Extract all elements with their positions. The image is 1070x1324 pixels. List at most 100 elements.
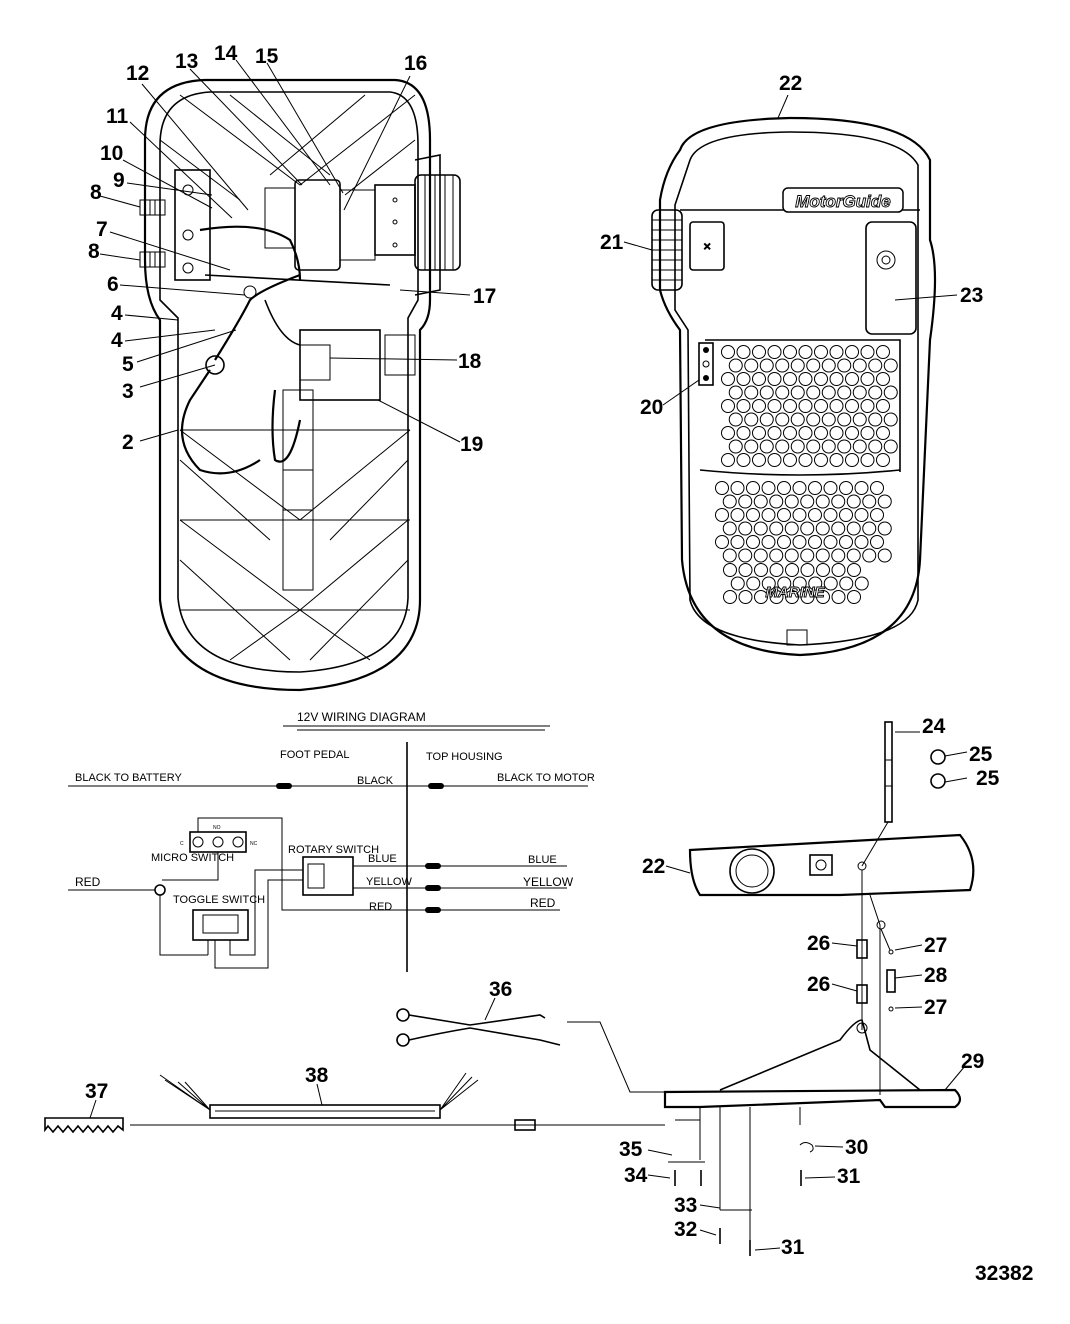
grip-hole bbox=[769, 563, 784, 577]
grip-hole bbox=[852, 412, 867, 427]
grip-hole bbox=[728, 358, 743, 373]
grip-hole bbox=[777, 481, 791, 495]
grip-hole bbox=[753, 494, 768, 509]
label-black: BLACK bbox=[357, 775, 394, 787]
grip-hole bbox=[883, 385, 898, 400]
micro-nc-label: NC bbox=[250, 841, 258, 847]
grip-hole bbox=[823, 481, 838, 495]
grip-hole bbox=[870, 481, 884, 495]
callout-35: 35 bbox=[619, 1138, 643, 1161]
grip-hole bbox=[738, 590, 753, 604]
grip-hole bbox=[754, 590, 768, 604]
grip-hole bbox=[870, 508, 884, 522]
grip-hole bbox=[860, 453, 875, 467]
grip-hole bbox=[759, 439, 774, 454]
grip-hole bbox=[798, 345, 813, 359]
grip-hole bbox=[777, 535, 791, 549]
callout-8a: 8 bbox=[90, 181, 102, 204]
callout-9: 9 bbox=[113, 169, 125, 192]
callout-3: 3 bbox=[122, 380, 134, 403]
grip-hole bbox=[815, 521, 830, 536]
grip-hole bbox=[800, 494, 815, 509]
grip-hole bbox=[721, 372, 735, 386]
callout-31a: 31 bbox=[837, 1165, 861, 1188]
grip-hole bbox=[845, 426, 859, 440]
grip-hole bbox=[846, 521, 861, 536]
grip-hole bbox=[876, 399, 890, 413]
callout-14: 14 bbox=[214, 42, 238, 65]
grip-hole bbox=[821, 439, 836, 454]
grip-hole bbox=[721, 426, 735, 440]
grip-hole bbox=[823, 535, 838, 549]
grip-hole bbox=[854, 576, 869, 591]
grip-hole bbox=[837, 412, 852, 427]
grip-hole bbox=[792, 481, 807, 495]
grip-hole bbox=[839, 576, 854, 591]
grip-hole bbox=[777, 508, 791, 522]
grip-hole bbox=[831, 494, 846, 509]
grip-hole bbox=[775, 385, 790, 400]
grip-hole bbox=[854, 535, 869, 549]
callout-24: 24 bbox=[922, 715, 946, 738]
grip-hole bbox=[837, 358, 852, 373]
grip-hole bbox=[738, 548, 753, 563]
wiring-diagram: 12V WIRING DIAGRAM FOOT PEDAL TOP HOUSIN… bbox=[68, 710, 595, 972]
label-foot-pedal: FOOT PEDAL bbox=[280, 749, 349, 761]
grip-hole bbox=[761, 576, 776, 591]
grip-hole bbox=[815, 548, 830, 563]
harness-36 bbox=[396, 1008, 561, 1047]
grip-hole bbox=[839, 481, 853, 495]
grip-hole bbox=[715, 508, 729, 522]
grip-hole bbox=[862, 548, 877, 563]
callout-18: 18 bbox=[458, 350, 482, 373]
grip-hole bbox=[723, 563, 737, 577]
callout-38: 38 bbox=[305, 1064, 329, 1087]
grip-hole bbox=[829, 399, 844, 413]
grip-hole bbox=[837, 385, 852, 400]
grip-hole bbox=[821, 385, 836, 400]
grip-hole bbox=[736, 453, 751, 467]
grip-hole bbox=[868, 439, 883, 454]
grip-hole bbox=[883, 358, 898, 373]
grip-hole bbox=[883, 439, 898, 454]
grip-hole bbox=[721, 345, 735, 359]
grip-hole bbox=[852, 439, 867, 454]
grip-hole bbox=[767, 426, 782, 440]
grip-hole bbox=[761, 508, 776, 522]
grip-hole bbox=[806, 439, 821, 454]
callout-4a: 4 bbox=[111, 302, 123, 325]
callout-25a: 25 bbox=[969, 743, 993, 766]
brand-badge bbox=[782, 187, 904, 213]
grip-hole bbox=[852, 358, 867, 373]
grip-hole bbox=[839, 508, 853, 522]
grip-hole bbox=[806, 358, 821, 373]
grip-hole bbox=[753, 548, 768, 563]
label-blue-inner: BLUE bbox=[368, 853, 397, 865]
grip-hole bbox=[769, 548, 784, 563]
label-red-outer: RED bbox=[530, 896, 556, 910]
grip-hole bbox=[829, 345, 844, 359]
grip-hole bbox=[767, 399, 782, 413]
grip-hole bbox=[728, 385, 743, 400]
pedal-grip-holes bbox=[715, 345, 898, 604]
callout-31b: 31 bbox=[781, 1236, 805, 1259]
grip-hole bbox=[798, 372, 813, 386]
callout-26b: 26 bbox=[807, 973, 830, 996]
callout-11: 11 bbox=[106, 105, 129, 128]
grip-hole bbox=[783, 345, 797, 359]
grip-hole bbox=[761, 535, 776, 549]
callout-13: 13 bbox=[175, 50, 198, 73]
callout-22b: 22 bbox=[642, 855, 665, 878]
grip-hole bbox=[814, 453, 828, 467]
callout-2: 2 bbox=[122, 431, 134, 454]
grip-hole bbox=[777, 576, 792, 591]
callout-17: 17 bbox=[473, 285, 496, 308]
grip-hole bbox=[792, 576, 807, 591]
callout-27b: 27 bbox=[924, 996, 947, 1019]
callout-36: 36 bbox=[489, 978, 512, 1001]
grip-hole bbox=[821, 358, 836, 373]
grip-hole bbox=[752, 372, 766, 386]
grip-hole bbox=[816, 563, 830, 577]
grip-hole bbox=[746, 576, 761, 591]
